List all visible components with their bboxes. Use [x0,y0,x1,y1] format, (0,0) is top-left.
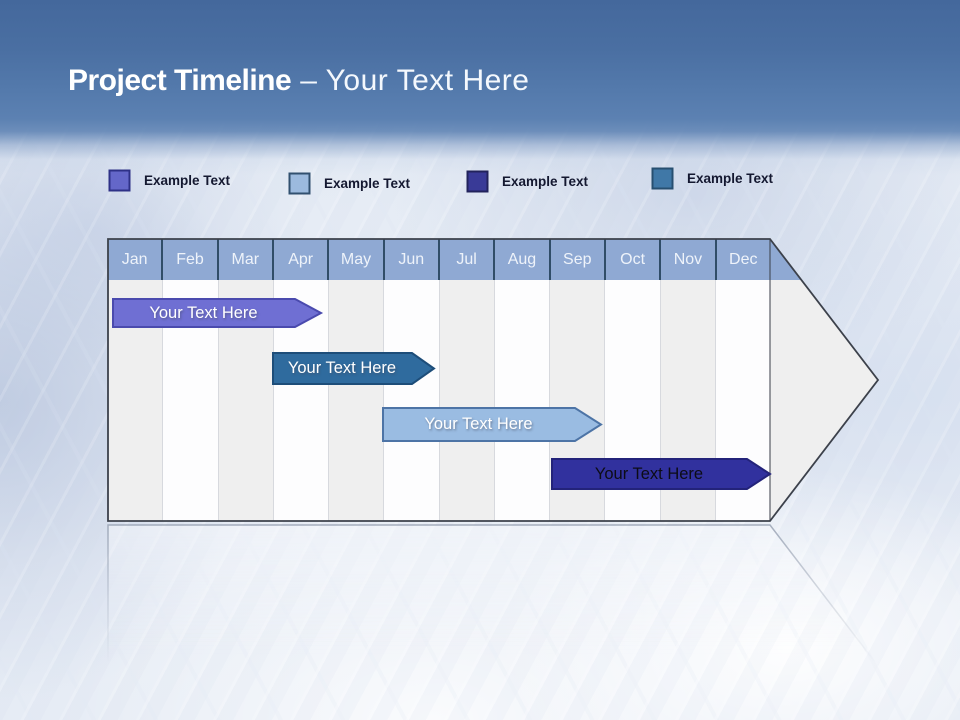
title-banner-gradient [0,0,960,175]
timeline-bar-1[interactable]: Your Text Here [112,298,324,328]
legend-swatch-navy [466,170,489,192]
month-header-cell: Mar [218,239,274,280]
legend-label: Example Text [324,175,411,191]
timeline-reflection [107,524,880,674]
month-header-cell: Aug [495,239,551,280]
month-header-cell: Jun [384,239,440,280]
bar-label-placeholder[interactable]: Your Text Here [424,415,533,433]
bar-label-placeholder[interactable]: Your Text Here [287,359,397,377]
month-header-cell: Feb [163,239,219,280]
title-placeholder-text: – Your Text Here [300,64,530,97]
bar-arrow-shape [112,298,324,328]
month-header-cell: Dec [716,239,770,280]
legend-swatch-steelblue [651,167,674,189]
month-header-cell: Jan [108,239,164,280]
legend-item[interactable]: Example Text [108,168,230,192]
slide-title[interactable]: Project Timeline– Your Text Here [68,61,928,101]
month-header-cell: Sep [550,239,606,280]
legend-item[interactable]: Example Text [288,171,410,195]
timeline-bar-4[interactable]: Your Text Here [551,458,772,490]
legend-swatch-lightblue [288,172,311,194]
bar-label-placeholder[interactable]: Your Text Here [149,303,258,322]
title-main-text: Project Timeline [68,64,292,97]
month-header-cell: May [329,239,385,280]
timeline-bar-2[interactable]: Your Text Here [272,352,436,385]
bar-arrow-shape [272,352,436,385]
month-header-cell: Apr [273,239,330,280]
bar-label-placeholder[interactable]: Your Text Here [594,464,704,483]
month-column [494,280,550,521]
legend-label: Example Text [502,173,589,189]
month-header-row: Jan Feb Mar Apr May Jun Jul Aug Sep Oct … [108,239,770,280]
arrow-tip-area [770,238,879,522]
legend-item[interactable]: Example Text [466,169,588,193]
month-header-extension [770,239,879,280]
bar-arrow-shape [382,407,603,442]
month-column [329,280,385,521]
timeline-bar-3[interactable]: Your Text Here [382,407,603,442]
legend-label: Example Text [687,170,774,186]
legend-label: Example Text [144,172,231,188]
legend-item[interactable]: Example Text [651,166,773,190]
bar-arrow-shape [551,458,772,490]
month-column [439,280,495,521]
legend-swatch-purple [108,169,131,191]
month-header-cell: Oct [605,239,662,280]
month-header-cell: Jul [439,239,496,280]
month-header-cell: Nov [661,239,717,280]
month-column [384,280,440,521]
